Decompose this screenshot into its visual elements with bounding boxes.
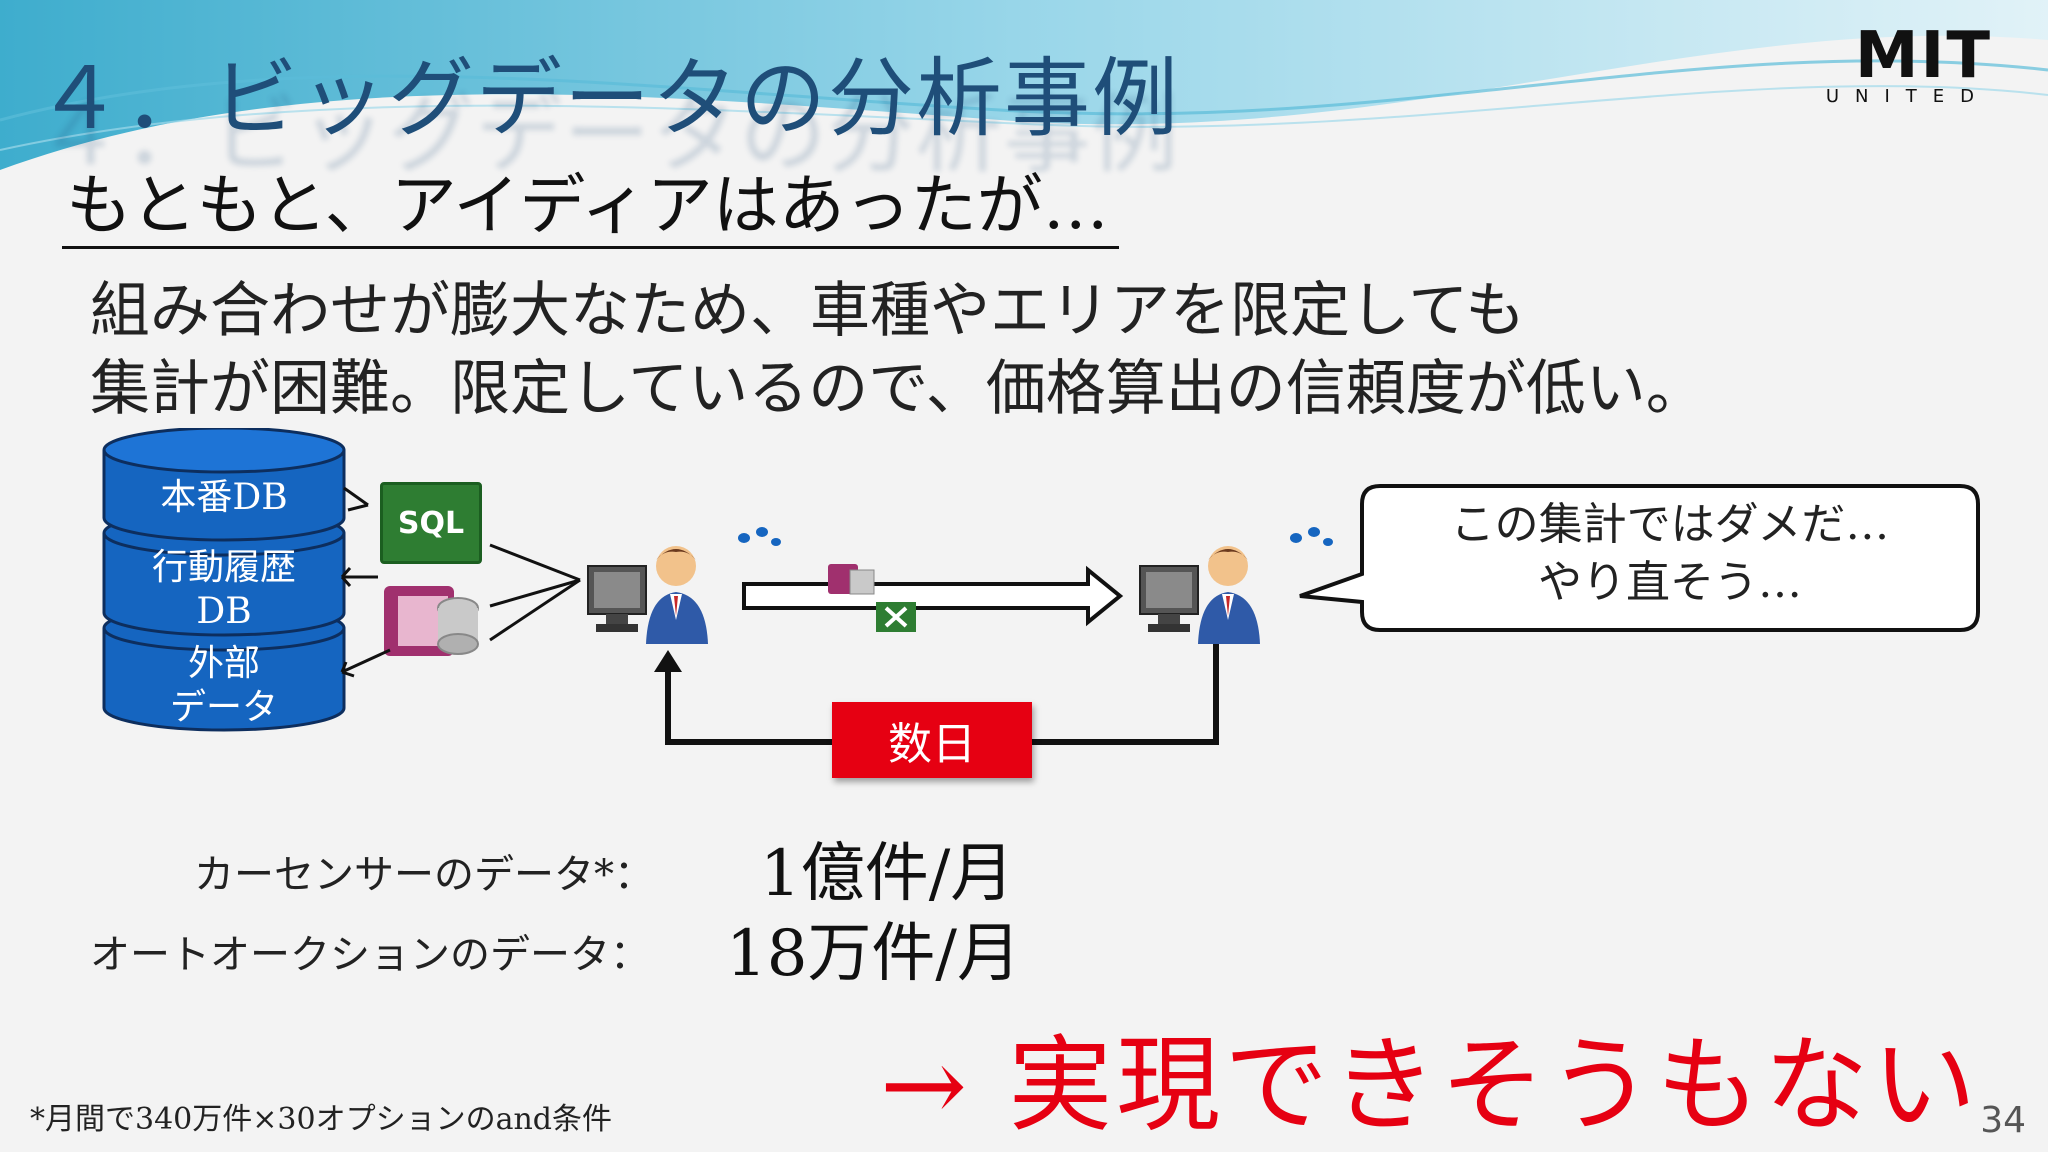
excel-file-icon-small (876, 602, 916, 632)
stat-label-carsensor: カーセンサーのデータ*： (194, 852, 654, 898)
db-label-behavior-history: 行動履歴 DB (151, 547, 296, 632)
subheading: もともと、アイディアはあったが… (62, 166, 1119, 249)
conclusion-text: → 実現できそうもない (880, 1024, 1981, 1146)
db-label-external-data: 外部 データ (169, 643, 278, 728)
access-file-icon-small (828, 564, 875, 595)
database-stack (102, 428, 346, 732)
body-line-2: 集計が困難。限定しているので、価格算出の信頼度が低い。 (90, 354, 1706, 424)
analyst-at-computer-icon-left (587, 546, 708, 644)
analyst-at-computer-icon-right (1139, 546, 1260, 644)
sql-icon: SQL (380, 482, 482, 564)
stat-value-auto-auction: 18万件/月 (726, 917, 1021, 991)
sql-icon-label: SQL (397, 505, 465, 541)
footnote: *月間で340万件×30オプションのand条件 (30, 1102, 612, 1137)
company-logo-subtext: UNITED (1825, 86, 1990, 107)
sweat-drops-icon-right (1290, 527, 1333, 546)
access-database-icon (384, 586, 479, 656)
sweat-drops-icon-left (738, 527, 781, 546)
company-logo: MIT (1854, 19, 1992, 93)
db-label-production: 本番DB (160, 477, 288, 518)
page-title: ４．ビッグデータの分析事例 (36, 49, 1180, 149)
duration-badge: 数日 (832, 702, 1032, 778)
header-wave (0, 0, 2048, 170)
body-line-1: 組み合わせが膨大なため、車種やエリアを限定しても (90, 276, 1526, 346)
stat-label-auto-auction: オートオークションのデータ： (90, 932, 650, 978)
page-number: 34 (1980, 1100, 2026, 1141)
speech-bubble-text: この集計ではダメだ… やり直そう… (1450, 499, 1890, 608)
stat-value-carsensor: 1億件/月 (760, 837, 1015, 911)
